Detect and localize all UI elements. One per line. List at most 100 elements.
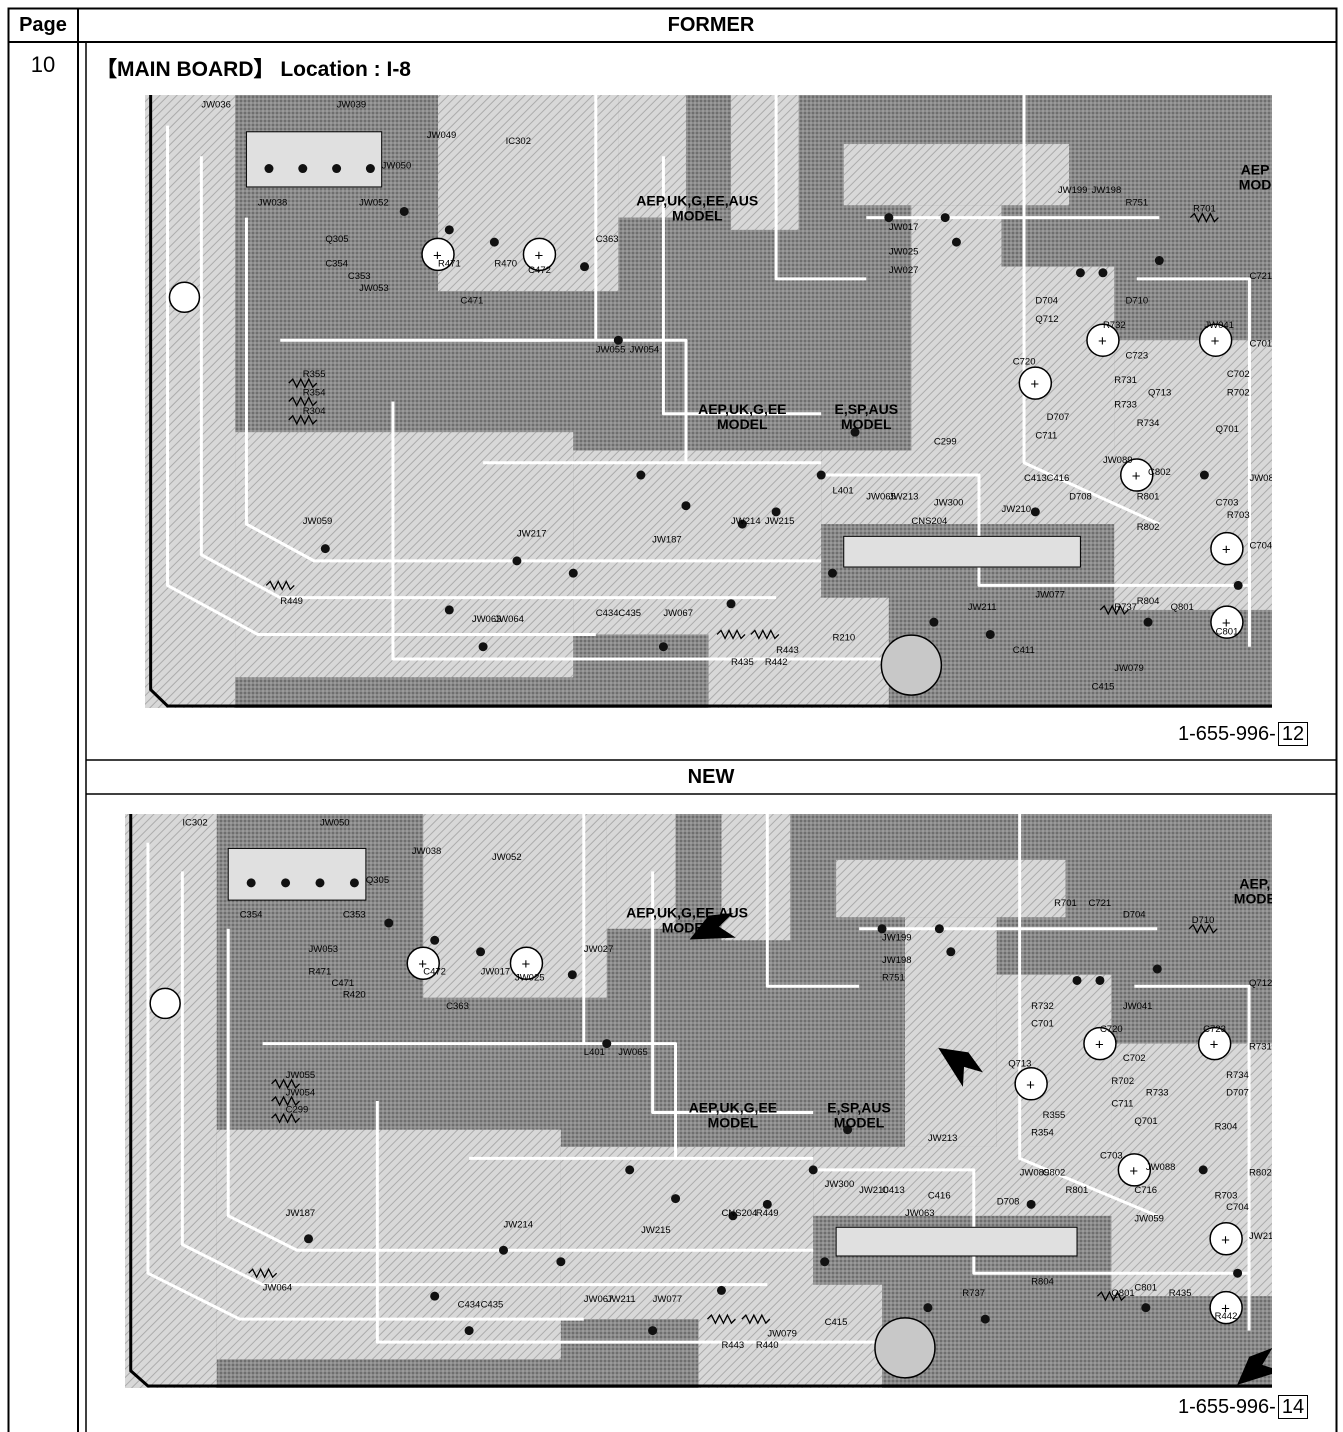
new-resistor [271, 1078, 301, 1090]
former-electrolytic-capacitor [1210, 531, 1244, 566]
new-ref-jw038: JW038 [412, 846, 442, 857]
former-ref-jw088: JW088 [1249, 473, 1279, 484]
former-ref-c472: C472 [528, 265, 551, 276]
new-label-aep-aus: AEP,UK,G,EE,AUS [626, 904, 748, 920]
svg-text:+: + [1222, 615, 1231, 632]
new-ref-r442: R442 [1215, 1311, 1238, 1322]
former-ref-r304: R304 [303, 406, 326, 417]
former-resistor [1189, 212, 1219, 224]
former-ref-c353: C353 [348, 271, 371, 282]
new-resistor [271, 1095, 301, 1107]
former-ref-q712: Q712 [1035, 314, 1058, 325]
former-ref-jw049: JW049 [427, 130, 457, 141]
page-number: 10 [30, 52, 56, 77]
former-ref-jw053: JW053 [359, 283, 389, 294]
new-part-number: 1-655-996-14 [1178, 1395, 1309, 1419]
former-ref-jw027: JW027 [889, 265, 919, 276]
former-ref-jw055: JW055 [596, 344, 626, 355]
former-blank-area [1001, 266, 1115, 476]
new-ref-jw213: JW213 [928, 1133, 958, 1144]
former-ref-r733: R733 [1114, 400, 1137, 411]
former-resistor [288, 377, 318, 389]
former-label-esp: E,SP,AUS [835, 401, 899, 417]
former-ref-jw017: JW017 [889, 222, 919, 233]
former-ref-q801: Q801 [1171, 602, 1194, 613]
new-ref-c354: C354 [240, 909, 263, 920]
former-electrolytic-capacitor [1210, 605, 1244, 639]
new-ref-jw053: JW053 [309, 944, 339, 955]
new-ref-jw079: JW079 [767, 1328, 797, 1339]
former-part-number: 1-655-996-12 [1178, 722, 1309, 746]
new-label-aep-ee: AEP,UK,G,EE [689, 1099, 777, 1115]
new-ref-q712: Q712 [1249, 978, 1272, 989]
former-ref-r734: R734 [1137, 418, 1160, 429]
new-blank-area [216, 1129, 561, 1360]
former-electrolytic-capacitor [1120, 458, 1154, 492]
former-ref-c299: C299 [934, 436, 957, 447]
former-ref-jw210: JW210 [1002, 504, 1032, 515]
former-ref-jw199: JW199 [1058, 185, 1088, 196]
new-ref-jw210: JW210 [859, 1185, 889, 1196]
former-ref-r449: R449 [280, 596, 303, 607]
svg-text:+: + [1211, 333, 1220, 350]
former-ref-jw054: JW054 [630, 344, 660, 355]
former-ref-r701: R701 [1193, 203, 1216, 214]
new-label-esp: MODEL [834, 1114, 885, 1130]
new-ref-jw077: JW077 [653, 1294, 683, 1305]
former-ref-jw036: JW036 [201, 99, 231, 110]
svg-text:+: + [534, 247, 543, 264]
board-title: 【MAIN BOARD】 Location : I-8 [96, 58, 411, 81]
svg-text:+: + [1221, 1301, 1230, 1318]
new-ref-r435: R435 [1169, 1288, 1192, 1299]
former-label-aep-edge: AEP [1241, 162, 1270, 178]
former-ref-r802: R802 [1137, 522, 1160, 533]
new-ref-jw088: JW088 [1146, 1162, 1176, 1173]
change-marker-icon [1237, 1347, 1272, 1385]
new-ref-jw199: JW199 [882, 932, 912, 943]
new-label-aep-edge: AEP, [1239, 876, 1270, 892]
new-blank-area [606, 814, 676, 929]
former-resistor [716, 628, 746, 640]
former-ref-r443: R443 [776, 645, 799, 656]
former-ref-jw079: JW079 [1114, 663, 1144, 674]
new-ref-c704: C704 [1226, 1202, 1249, 1213]
new-ref-c435: C435 [481, 1300, 504, 1311]
svg-text:+: + [1222, 542, 1231, 559]
former-ref-r731: R731 [1114, 375, 1137, 386]
former-ref-c723: C723 [1125, 351, 1148, 362]
new-electrolytic-capacitor [1014, 1067, 1048, 1101]
former-ref-q305: Q305 [325, 234, 348, 245]
new-electrolytic-capacitor [1209, 1290, 1243, 1325]
former-resistor [1099, 604, 1129, 616]
svg-text:+: + [1026, 1077, 1035, 1094]
new-ref-ic302: IC302 [182, 817, 207, 828]
former-ref-c363: C363 [596, 234, 619, 245]
former-ref-r737: R737 [1114, 602, 1137, 613]
new-ref-r804: R804 [1031, 1277, 1054, 1288]
former-ref-jw214: JW214 [731, 516, 761, 527]
new-ref-r304: R304 [1215, 1122, 1238, 1133]
new-blank-area [125, 814, 217, 1388]
new-ref-c723: C723 [1203, 1024, 1226, 1035]
former-ref-r470: R470 [494, 259, 517, 270]
change-marker-icon [938, 1047, 983, 1087]
new-ref-l401: L401 [584, 1047, 605, 1058]
new-ref-q801: Q801 [1111, 1288, 1134, 1299]
new-ref-jw089: JW089 [1020, 1168, 1050, 1179]
new-label-esp: E,SP,AUS [827, 1099, 891, 1115]
new-resistor [1096, 1290, 1126, 1302]
former-ref-r804: R804 [1137, 596, 1160, 607]
new-ref-jw300: JW300 [825, 1179, 855, 1190]
former-ref-c801: C801 [1216, 626, 1239, 637]
former-resistor [288, 414, 318, 426]
svg-text:+: + [1098, 333, 1107, 350]
former-blank-area [708, 597, 889, 708]
new-ref-c472: C472 [423, 967, 446, 978]
former-ref-r435: R435 [731, 657, 754, 668]
new-blank-area [698, 1284, 883, 1388]
new-electrolytic-capacitor [1117, 1153, 1152, 1187]
former-ref-jw077: JW077 [1035, 590, 1065, 601]
new-ref-c434: C434 [458, 1300, 481, 1311]
former-electrolytic-capacitor [421, 237, 455, 272]
